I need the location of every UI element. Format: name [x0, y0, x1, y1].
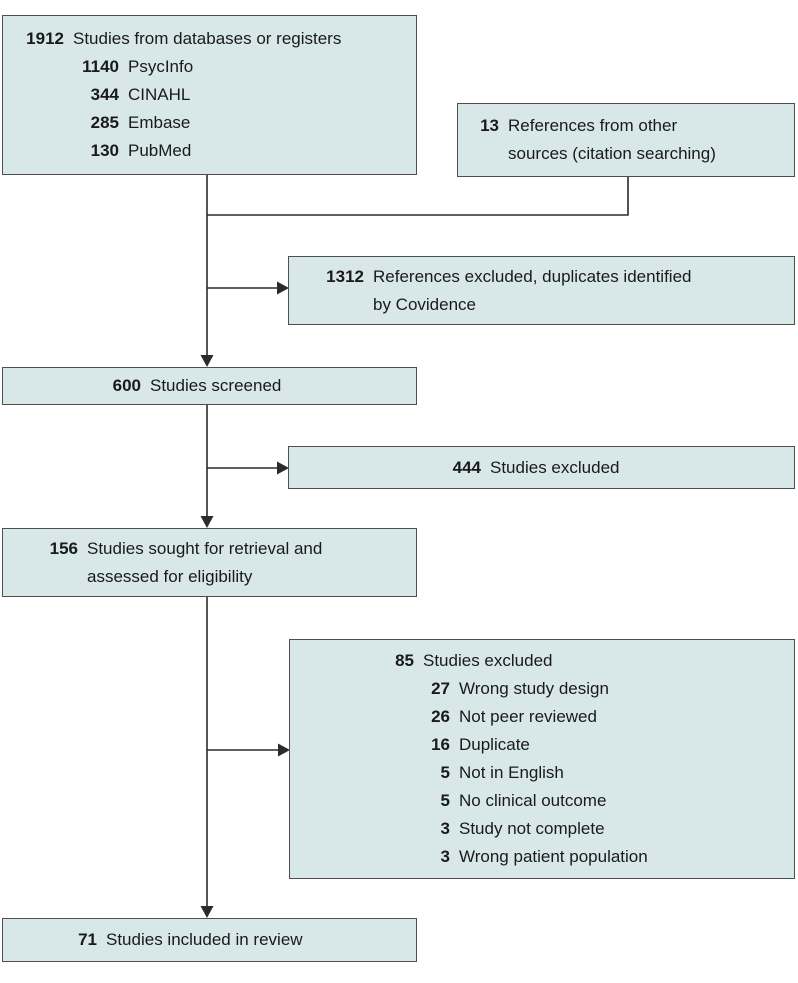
- stat-number: 85: [395, 651, 414, 670]
- stat-row: 1140 PsycInfo: [3, 53, 416, 81]
- stat-number: 1912: [26, 29, 64, 48]
- stat-row: 13 References from other sources (citati…: [458, 112, 794, 168]
- stat-number: 344: [90, 85, 119, 104]
- stat-row: 16 Duplicate: [290, 731, 794, 759]
- stat-label: PubMed: [128, 141, 192, 160]
- stat-label: Wrong study design: [459, 679, 609, 698]
- stat-row: 1312 References excluded, duplicates ide…: [289, 263, 794, 319]
- box-duplicates-excluded: 1312 References excluded, duplicates ide…: [288, 256, 795, 325]
- stat-row: 1912 Studies from databases or registers: [3, 25, 416, 53]
- stat-number: 71: [78, 930, 97, 949]
- arrowhead-down: [200, 516, 214, 528]
- stat-label: No clinical outcome: [459, 791, 607, 810]
- stat-number: 26: [431, 707, 450, 726]
- stat-label: Studies excluded: [423, 651, 553, 670]
- stat-number: 27: [431, 679, 450, 698]
- stat-row: 285 Embase: [3, 109, 416, 137]
- stat-label: Not peer reviewed: [459, 707, 597, 726]
- box-other-sources: 13 References from other sources (citati…: [457, 103, 795, 177]
- arrowhead-down: [200, 906, 214, 918]
- stat-number: 16: [431, 735, 450, 754]
- stat-number: 3: [440, 819, 450, 838]
- box-studies-screened: 600 Studies screened: [2, 367, 417, 405]
- stat-label: Studies excluded: [490, 457, 620, 477]
- stat-row: 27 Wrong study design: [290, 675, 794, 703]
- box-retrieval-eligibility: 156 Studies sought for retrieval and ass…: [2, 528, 417, 597]
- stat-number: 3: [440, 847, 450, 866]
- stat-label: Wrong patient population: [459, 847, 648, 866]
- stat-label: CINAHL: [128, 85, 191, 104]
- stat-row: 71 Studies included in review: [3, 926, 416, 954]
- stat-row: 85 Studies excluded: [290, 647, 794, 675]
- stat-row: 444 Studies excluded: [289, 454, 794, 482]
- stat-number: 1312: [326, 266, 364, 286]
- stat-row: 600 Studies screened: [3, 372, 416, 400]
- stat-number: 285: [90, 113, 119, 132]
- stat-number: 13: [480, 116, 499, 135]
- stat-label: References excluded, duplicates identifi…: [373, 266, 692, 314]
- stat-number: 130: [90, 141, 119, 160]
- stat-number: 156: [49, 538, 78, 558]
- stat-number: 5: [440, 791, 450, 810]
- box-studies-identified: 1912 Studies from databases or registers…: [2, 15, 417, 175]
- flow-line-other-sources-join: [207, 177, 629, 216]
- stat-label: Study not complete: [459, 819, 605, 838]
- stat-row: 5 Not in English: [290, 759, 794, 787]
- stat-row: 130 PubMed: [3, 137, 416, 165]
- stat-label: PsycInfo: [128, 57, 194, 76]
- stat-number: 600: [112, 376, 141, 395]
- stat-number: 444: [452, 457, 481, 477]
- stat-label: Studies screened: [150, 376, 282, 395]
- stat-number: 1140: [82, 57, 119, 76]
- stat-row: 5 No clinical outcome: [290, 787, 794, 815]
- stat-label: Not in English: [459, 763, 564, 782]
- stat-label: Embase: [128, 113, 191, 132]
- box-studies-included: 71 Studies included in review: [2, 918, 417, 962]
- stat-label: Studies from databases or registers: [73, 29, 342, 48]
- box-fulltext-excluded: 85 Studies excluded 27 Wrong study desig…: [289, 639, 795, 879]
- stat-label: References from other sources (citation …: [508, 116, 716, 163]
- box-screening-excluded: 444 Studies excluded: [288, 446, 795, 489]
- stat-row: 3 Wrong patient population: [290, 843, 794, 871]
- arrowhead-down: [200, 355, 214, 367]
- stat-row: 156 Studies sought for retrieval and ass…: [3, 535, 416, 591]
- stat-row: 26 Not peer reviewed: [290, 703, 794, 731]
- stat-row: 344 CINAHL: [3, 81, 416, 109]
- stat-label: Studies sought for retrieval and assesse…: [87, 538, 323, 586]
- stat-number: 5: [440, 763, 450, 782]
- stat-row: 3 Study not complete: [290, 815, 794, 843]
- stat-label: Studies included in review: [106, 930, 303, 949]
- stat-label: Duplicate: [459, 735, 530, 754]
